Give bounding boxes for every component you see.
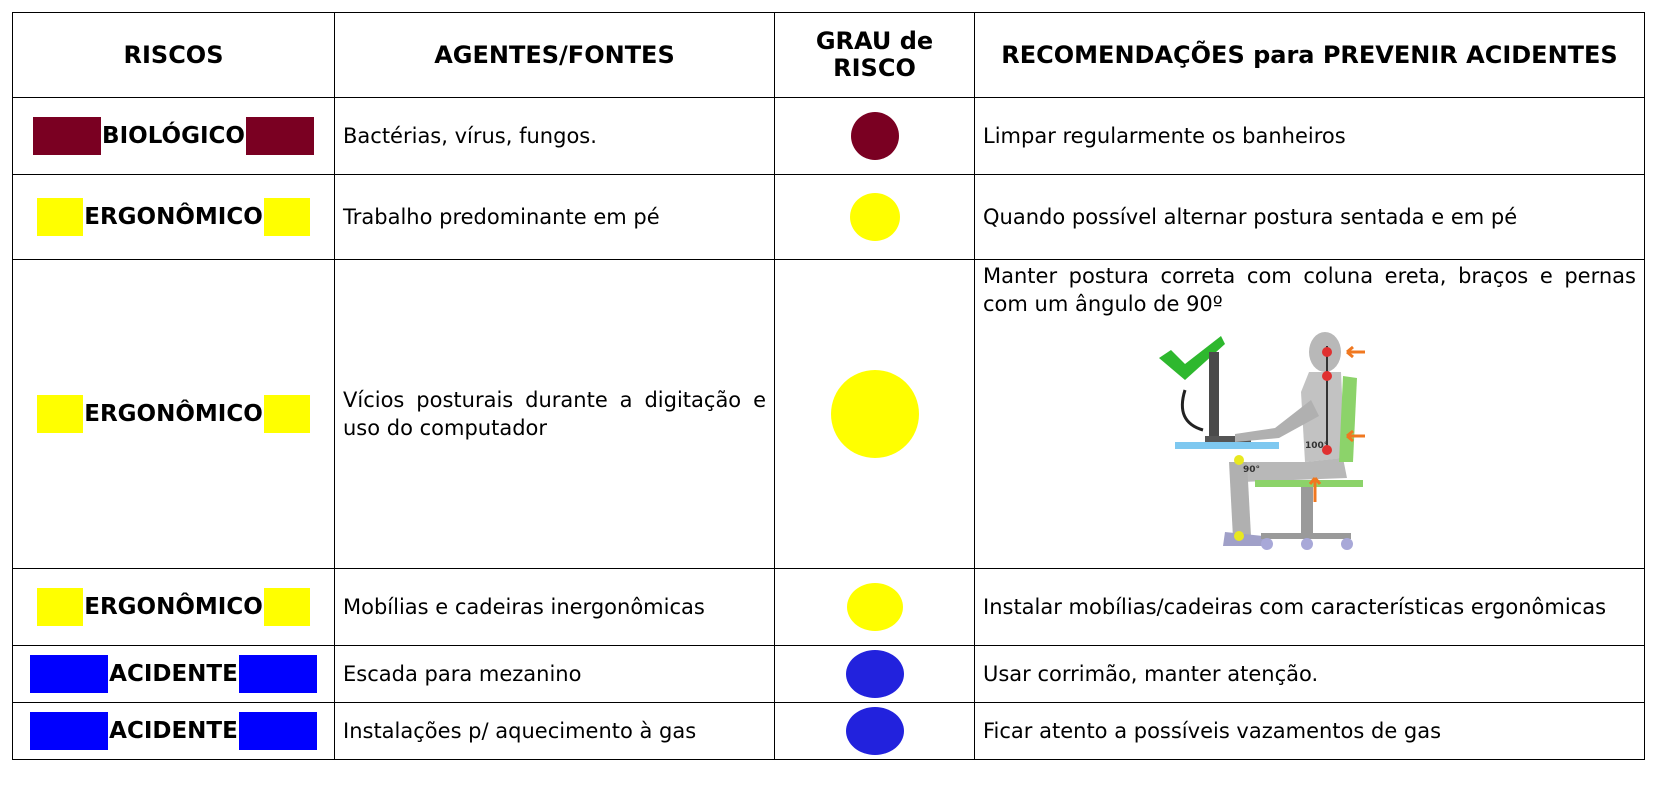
risk-cell: ERGONÔMICO (12, 568, 335, 646)
agent-cell: Mobílias e cadeiras inergonômicas (334, 568, 775, 646)
agent-cell: Trabalho predominante em pé (334, 174, 775, 260)
risk-label: ERGONÔMICO (84, 401, 263, 427)
risk-grade-dot-medium (850, 112, 899, 160)
recommendation-cell: Quando possível alternar postura sentada… (974, 174, 1645, 260)
color-bar-right (238, 712, 317, 750)
color-bar-left (37, 395, 84, 433)
angle-label-90: 90° (1243, 465, 1260, 475)
header-grau: GRAU de RISCO (774, 12, 975, 98)
grade-cell (774, 259, 975, 569)
color-bar-left (37, 588, 84, 626)
risk-grade-dot-small (845, 650, 904, 698)
color-bar-right (263, 395, 310, 433)
risk-grade-dot-large (830, 370, 919, 458)
check-icon (1159, 336, 1225, 380)
grade-cell (774, 702, 975, 760)
header-recomendacoes: RECOMENDAÇÕES para PREVENIR ACIDENTES (974, 12, 1645, 98)
recommendation-cell: Limpar regularmente os banheiros (974, 97, 1645, 175)
header-row: RISCOS AGENTES/FONTES GRAU de RISCO RECO… (12, 12, 1645, 98)
color-bar-left (30, 712, 109, 750)
risk-grade-dot-small (846, 583, 903, 631)
agent-cell: Bactérias, vírus, fungos. (334, 97, 775, 175)
risk-cell: ERGONÔMICO (12, 259, 335, 569)
footrest-icon (1223, 532, 1265, 546)
recommendation-cell: Usar corrimão, manter atenção. (974, 645, 1645, 703)
arrow-icon (1346, 345, 1365, 359)
color-bar-left (37, 198, 84, 236)
table-row: ERGONÔMICO Mobílias e cadeiras inergonôm… (12, 568, 1645, 646)
table-row: ERGONÔMICO Vícios posturais durante a di… (12, 259, 1645, 569)
risk-cell: ERGONÔMICO (12, 174, 335, 260)
risk-label-acidente: ACIDENTE (13, 655, 334, 693)
risk-label-ergonomico: ERGONÔMICO (13, 588, 334, 626)
risk-grade-dot-small (849, 193, 900, 241)
color-bar-left (33, 117, 102, 155)
recommendation-cell: Ficar atento a possíveis vazamentos de g… (974, 702, 1645, 760)
risk-table: RISCOS AGENTES/FONTES GRAU de RISCO RECO… (12, 12, 1645, 760)
risk-cell: BIOLÓGICO (12, 97, 335, 175)
monitor-icon (1209, 352, 1219, 438)
color-bar-right (238, 655, 317, 693)
arrow-icon (1346, 429, 1365, 443)
table-row: ACIDENTE Escada para mezanino Usar corri… (12, 645, 1645, 703)
recommendation-cell: Manter postura correta com coluna ereta,… (974, 259, 1645, 569)
risk-label-acidente: ACIDENTE (13, 712, 334, 750)
risk-label-biologico: BIOLÓGICO (13, 117, 334, 155)
desk-icon (1175, 442, 1279, 449)
risk-label: ACIDENTE (109, 718, 238, 744)
agent-cell: Escada para mezanino (334, 645, 775, 703)
risk-label: ERGONÔMICO (84, 594, 263, 620)
agent-cell: Vícios posturais durante a digitação e u… (334, 259, 775, 569)
risk-label-ergonomico: ERGONÔMICO (13, 198, 334, 236)
risk-cell: ACIDENTE (12, 645, 335, 703)
header-agentes: AGENTES/FONTES (334, 12, 775, 98)
arrow-icon (1308, 477, 1322, 502)
color-bar-right (263, 588, 310, 626)
risk-grade-dot-small (845, 707, 904, 755)
color-bar-right (245, 117, 314, 155)
grade-cell (774, 645, 975, 703)
table-row: ERGONÔMICO Trabalho predominante em pé Q… (12, 174, 1645, 260)
risk-label: ERGONÔMICO (84, 204, 263, 230)
ergonomic-posture-illustration: 100° 90° (1159, 332, 1365, 550)
angle-label-100: 100° (1305, 441, 1328, 451)
grade-cell (774, 174, 975, 260)
recommendation-cell: Instalar mobílias/cadeiras com caracterí… (974, 568, 1645, 646)
risk-label: BIOLÓGICO (102, 123, 245, 149)
table-row: BIOLÓGICO Bactérias, vírus, fungos. Limp… (12, 97, 1645, 175)
header-riscos: RISCOS (12, 12, 335, 98)
risk-label: ACIDENTE (109, 661, 238, 687)
risk-cell: ACIDENTE (12, 702, 335, 760)
grade-cell (774, 568, 975, 646)
color-bar-left (30, 655, 109, 693)
agent-cell: Instalações p/ aquecimento à gas (334, 702, 775, 760)
table-row: ACIDENTE Instalações p/ aquecimento à ga… (12, 702, 1645, 760)
color-bar-right (263, 198, 310, 236)
risk-label-ergonomico: ERGONÔMICO (13, 395, 334, 433)
grade-cell (774, 97, 975, 175)
